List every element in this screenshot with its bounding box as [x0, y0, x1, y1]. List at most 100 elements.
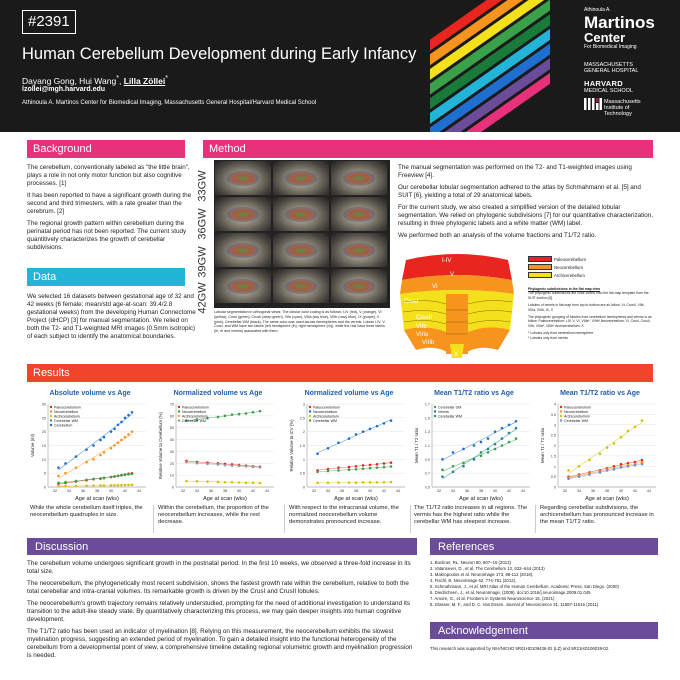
data-point: [451, 451, 455, 454]
data-point: [223, 414, 227, 418]
discussion-body: The cerebellum volume undergoes signific…: [27, 560, 417, 664]
x-axis-label: Age at scan (wks): [203, 496, 247, 502]
map-label: V: [450, 272, 454, 278]
data-point: [251, 465, 255, 469]
legend-swatch: [528, 272, 552, 278]
cerebellum-flat-map: I-IV V VI CrusI CrusII VIIb VIIIa VIIIb …: [400, 254, 514, 358]
data-point: [244, 412, 248, 415]
legend-marker: [308, 405, 312, 409]
data-point: [85, 448, 88, 451]
data-point: [347, 465, 351, 469]
legend-marker: [49, 419, 53, 422]
data-point: [120, 420, 123, 424]
column-divider: [153, 505, 154, 533]
gw-label: 42GW: [196, 282, 209, 314]
x-tick-label: 42: [507, 489, 511, 493]
legend-marker: [433, 410, 437, 413]
data-point: [258, 481, 262, 485]
data-point: [57, 466, 60, 469]
x-tick-label: 42: [123, 489, 127, 493]
notes-line: The phylogenic grouping of lobules from …: [528, 315, 652, 328]
y-tick-label: 0: [303, 486, 305, 490]
legend-marker: [559, 410, 563, 413]
x-tick-label: 40: [368, 489, 372, 493]
reference-item: 8. Glasser, M. F., and D. C. Van Essen. …: [430, 602, 599, 607]
notes-line: Lobules of vermis in flat map from top t…: [528, 303, 645, 312]
x-tick-label: 36: [81, 489, 85, 493]
legend-marker: [177, 414, 181, 418]
trend-line: [317, 481, 392, 484]
data-point: [382, 462, 386, 465]
mgh-line2: GENERAL HOSPITAL: [584, 68, 639, 75]
x-tick-label: 40: [493, 489, 497, 493]
trend-line: [317, 419, 392, 454]
contact-email[interactable]: lzollei@mgh.harvard.edu: [22, 86, 106, 93]
result-description: While the whole cerebellum itself triple…: [30, 505, 143, 519]
data-point: [354, 464, 358, 468]
legend-archicerebellum: Archicerebellum: [528, 272, 585, 278]
trend-line: [58, 473, 133, 484]
mri-slice-image: [273, 233, 329, 267]
data-point: [99, 438, 102, 442]
data-point: [130, 472, 134, 476]
y-tick-label: 1: [554, 465, 556, 469]
data-point: [223, 463, 227, 467]
data-point: [472, 458, 476, 461]
y-tick-label: 50: [170, 426, 174, 430]
legend-marker: [559, 419, 563, 422]
data-point: [500, 444, 504, 447]
x-tick-label: 32: [563, 489, 567, 493]
data-point: [514, 419, 518, 423]
data-point: [57, 474, 60, 478]
data-point: [258, 409, 262, 413]
gw-label: 39GW: [196, 246, 209, 278]
trend-line: [186, 480, 261, 484]
data-point: [375, 466, 379, 469]
y-tick-label: 2.5: [551, 434, 556, 438]
trend-line: [186, 411, 261, 422]
legend-swatch: [528, 256, 552, 262]
notes-line: The phylogenic subdivisions are color-co…: [528, 291, 649, 300]
header-decoration-stripes: [430, 0, 550, 132]
data-point: [64, 484, 67, 488]
author-mark: *: [165, 74, 169, 82]
trend-line: [442, 439, 517, 472]
data-point: [598, 452, 602, 456]
data-point: [127, 472, 130, 476]
data-point: [109, 484, 113, 487]
y-tick-label: 15: [42, 444, 46, 448]
data-point: [57, 481, 60, 485]
y-tick-label: 0: [554, 486, 556, 490]
y-tick-label: 25: [42, 416, 46, 420]
data-point: [74, 479, 78, 483]
legend-marker: [177, 410, 181, 413]
y-tick-label: 20: [170, 462, 174, 466]
data-point: [92, 458, 95, 461]
data-point: [588, 473, 591, 476]
legend-label: Neocerebellum: [554, 264, 583, 270]
data-point: [216, 415, 220, 419]
data-point: [195, 418, 199, 421]
method-p1: The manual segmentation was performed on…: [398, 164, 632, 179]
data-point: [326, 481, 330, 485]
legend-label: Paleocerebellum: [54, 405, 81, 409]
x-tick-label: 44: [647, 489, 651, 493]
poster-title: Human Cerebellum Development during Earl…: [22, 45, 417, 63]
data-point: [479, 454, 483, 458]
mri-slice-image: [331, 197, 387, 231]
data-point: [462, 461, 465, 465]
data-point: [195, 461, 199, 465]
data-point: [130, 430, 134, 433]
y-tick-label: 1.1: [425, 444, 430, 448]
y-tick-label: 4: [554, 403, 556, 407]
data-point: [244, 464, 248, 468]
x-axis-label: Age at scan (wks): [75, 496, 119, 502]
discussion-p4: The T1/T2 ratio has been used an indicat…: [27, 628, 413, 659]
data-point: [102, 451, 106, 454]
data-point: [472, 444, 476, 447]
